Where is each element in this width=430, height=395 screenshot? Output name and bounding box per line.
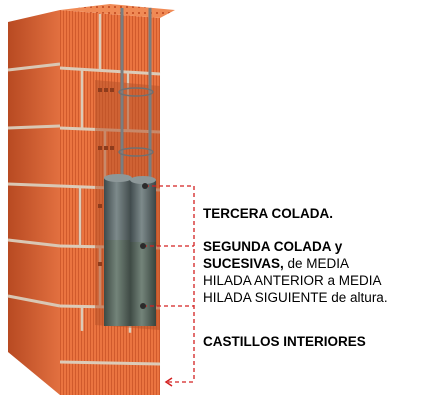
label-tercera-text: TERCERA COLADA. <box>203 206 333 221</box>
connector-dots <box>140 183 148 309</box>
castillo-columns <box>104 174 156 326</box>
label-castillos-interiores: CASTILLOS INTERIORES <box>203 333 366 350</box>
arrow-left-icon <box>164 377 173 387</box>
dot-icon <box>140 303 146 309</box>
label-segunda-line4: HILADA SIGUIENTE de altura. <box>203 290 388 305</box>
dot-icon <box>142 183 148 189</box>
wall-base-course <box>59 330 161 395</box>
leader-lines <box>143 185 195 383</box>
label-segunda-bold2: SUCESIVAS, <box>203 256 284 271</box>
label-tercera-colada: TERCERA COLADA. <box>203 205 333 222</box>
rebar-ties <box>118 87 154 157</box>
wall-side-face <box>7 10 61 395</box>
label-segunda-colada: SEGUNDA COLADA y SUCESIVAS, de MEDIA HIL… <box>203 238 423 306</box>
dot-icon <box>140 243 146 249</box>
label-segunda-line3: HILADA ANTERIOR a MEDIA <box>203 273 382 288</box>
label-segunda-rest: de MEDIA <box>283 256 350 271</box>
label-segunda-bold: SEGUNDA COLADA y <box>203 239 343 254</box>
label-castillos-text: CASTILLOS INTERIORES <box>203 334 366 349</box>
